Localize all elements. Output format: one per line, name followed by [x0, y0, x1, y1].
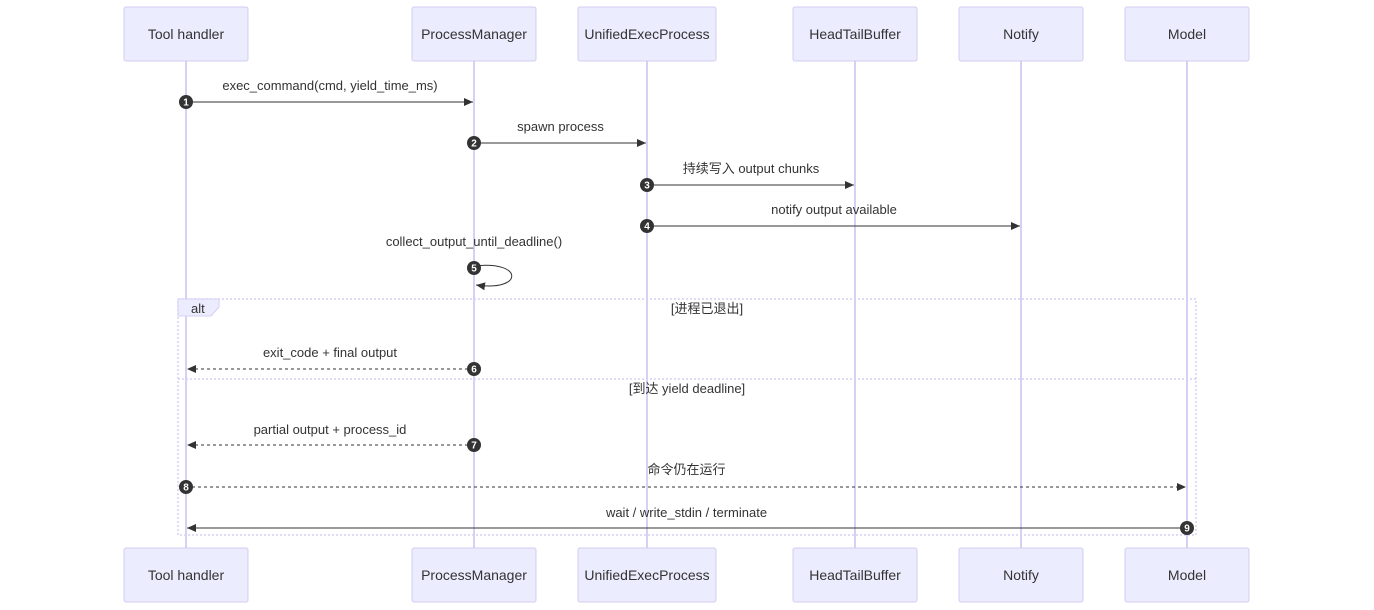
message-4: notify output available 4: [640, 202, 1020, 233]
message-2: spawn process 2: [467, 119, 646, 150]
message-label: collect_output_until_deadline(): [386, 234, 562, 249]
message-6: exit_code + final output 6: [187, 345, 481, 376]
sequence-number-badge: 6: [467, 362, 481, 376]
sequence-number-badge: 1: [179, 95, 193, 109]
badge-circle: [1180, 521, 1194, 535]
actor-box: [958, 547, 1084, 603]
badge-number: 1: [183, 98, 189, 109]
message-label: wait / write_stdin / terminate: [605, 505, 767, 520]
actor-toolhandler-top: Tool handler: [123, 6, 249, 62]
actor-box: [1124, 6, 1250, 62]
actor-label: UnifiedExecProcess: [584, 26, 709, 42]
badge-number: 4: [644, 222, 650, 233]
badge-number: 3: [644, 181, 650, 192]
alt-condition-2: [到达 yield deadline]: [629, 381, 745, 396]
badge-number: 2: [471, 139, 477, 150]
badge-number: 8: [183, 483, 189, 494]
actor-box: [958, 6, 1084, 62]
actor-box: [577, 6, 717, 62]
badge-circle: [179, 95, 193, 109]
message-5: collect_output_until_deadline() 5: [386, 234, 562, 291]
actor-label: Notify: [1003, 26, 1039, 42]
actor-notify-top: Notify: [958, 6, 1084, 62]
actor-model-bottom: Model: [1124, 547, 1250, 603]
sequence-number-badge: 8: [179, 480, 193, 494]
actor-unifiedexecprocess-top: UnifiedExecProcess: [577, 6, 717, 62]
actor-box: [411, 6, 537, 62]
actor-label: Tool handler: [148, 567, 225, 583]
badge-circle: [640, 178, 654, 192]
actor-label: HeadTailBuffer: [809, 26, 901, 42]
badge-number: 9: [1184, 524, 1190, 535]
actor-processmanager-top: ProcessManager: [411, 6, 537, 62]
actor-box: [577, 547, 717, 603]
alt-condition-1: [进程已退出]: [671, 301, 743, 316]
alt-frame-tab: [177, 298, 220, 317]
message-label: spawn process: [517, 119, 604, 134]
badge-circle: [467, 438, 481, 452]
sequence-number-badge: 3: [640, 178, 654, 192]
message-9: wait / write_stdin / terminate 9: [187, 505, 1194, 535]
actor-label: ProcessManager: [421, 26, 527, 42]
message-label: exit_code + final output: [263, 345, 397, 360]
actor-box: [411, 547, 537, 603]
alt-frame: alt [进程已退出] [到达 yield deadline]: [177, 298, 1197, 536]
message-arrow: [473, 264, 513, 291]
sequence-number-badge: 2: [467, 136, 481, 150]
badge-circle: [640, 219, 654, 233]
message-7: partial output + process_id 7: [187, 422, 481, 452]
sequence-number-badge: 9: [1180, 521, 1194, 535]
alt-frame-border: [177, 298, 1197, 536]
actor-box: [1124, 547, 1250, 603]
actor-headtailbuffer-bottom: HeadTailBuffer: [792, 547, 918, 603]
actor-label: Model: [1168, 26, 1206, 42]
actor-label: HeadTailBuffer: [809, 567, 901, 583]
badge-number: 5: [471, 264, 477, 275]
badge-number: 7: [471, 441, 477, 452]
message-3: 持续写入 output chunks 3: [640, 161, 854, 192]
message-label: 命令仍在运行: [647, 462, 725, 477]
message-label: exec_command(cmd, yield_time_ms): [222, 78, 437, 93]
messages: exec_command(cmd, yield_time_ms) 1 spawn p…: [179, 78, 1194, 535]
actor-unifiedexecprocess-bottom: UnifiedExecProcess: [577, 547, 717, 603]
badge-circle: [467, 136, 481, 150]
actor-box: [792, 547, 918, 603]
message-8: 命令仍在运行 8: [179, 462, 1186, 494]
actor-toolhandler-bottom: Tool handler: [123, 547, 249, 603]
actor-box: [792, 6, 918, 62]
message-label: notify output available: [771, 202, 897, 217]
badge-circle: [467, 261, 481, 275]
actor-model-top: Model: [1124, 6, 1250, 62]
badge-circle: [467, 362, 481, 376]
actor-label: UnifiedExecProcess: [584, 567, 709, 583]
message-1: exec_command(cmd, yield_time_ms) 1: [179, 78, 473, 109]
badge-number: 6: [471, 365, 477, 376]
actor-box: [123, 547, 249, 603]
actor-box: [123, 6, 249, 62]
actor-processmanager-bottom: ProcessManager: [411, 547, 537, 603]
actor-label: Model: [1168, 567, 1206, 583]
sequence-number-badge: 4: [640, 219, 654, 233]
sequence-number-badge: 7: [467, 438, 481, 452]
alt-frame-label: alt: [191, 301, 205, 316]
sequence-number-badge: 5: [467, 261, 481, 275]
actor-headtailbuffer-top: HeadTailBuffer: [792, 6, 918, 62]
message-label: partial output + process_id: [254, 422, 407, 437]
actor-notify-bottom: Notify: [958, 547, 1084, 603]
actor-label: Tool handler: [148, 26, 225, 42]
actor-label: Notify: [1003, 567, 1039, 583]
badge-circle: [179, 480, 193, 494]
actor-label: ProcessManager: [421, 567, 527, 583]
message-label: 持续写入 output chunks: [683, 161, 820, 176]
